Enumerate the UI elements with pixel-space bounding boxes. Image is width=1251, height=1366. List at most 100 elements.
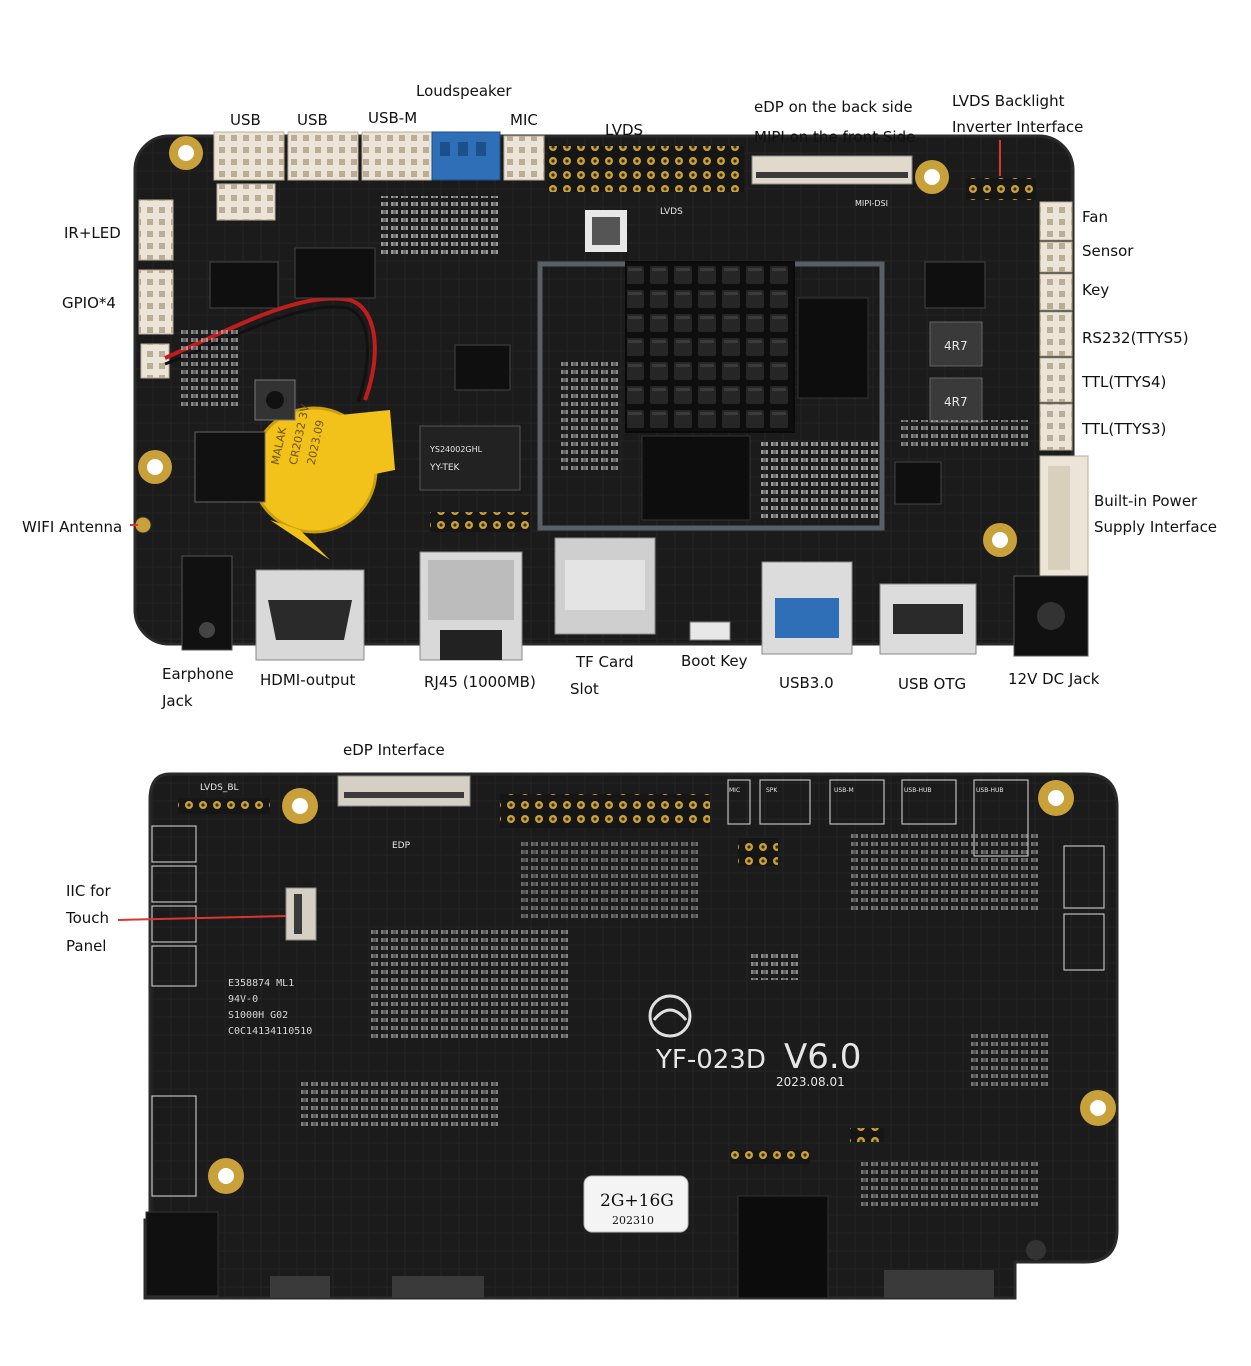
inductor-1 [929, 321, 983, 367]
callout-lvds-backlight-2: Inverter Interface [952, 118, 1083, 136]
callout-boot-key: Boot Key [681, 652, 748, 670]
callout-ir-led: IR+LED [64, 224, 121, 242]
lvds-bl-silk: LVDS_BL [200, 783, 239, 793]
callout-iic-1: IIC for [66, 882, 112, 900]
controller-chip [454, 344, 511, 391]
callout-key: Key [1082, 281, 1109, 299]
mic-connector [503, 135, 545, 181]
callout-earphone-2: Jack [161, 692, 193, 710]
callout-usb-otg: USB OTG [898, 675, 966, 693]
front-callouts: USB USB USB-M Loudspeaker MIC LVDS eDP o… [22, 82, 1217, 710]
usb-connector-2 [287, 131, 359, 181]
spk-silk: SPK [766, 787, 778, 794]
audio-chip [294, 247, 376, 299]
usbhub-silk-1: USB-HUB [904, 787, 932, 794]
callout-gpio4: GPIO*4 [62, 294, 116, 312]
callout-tf-2: Slot [570, 680, 599, 698]
lvds-backlight-header [966, 178, 1036, 200]
boot-key [689, 621, 731, 641]
ttl4-connector [1039, 357, 1073, 403]
sensor-connector [1039, 241, 1073, 273]
callout-power-2: Supply Interface [1094, 518, 1217, 536]
lvds-pin-header [500, 794, 710, 828]
callout-ttl3: TTL(TTYS3) [1081, 420, 1166, 438]
callout-tf-1: TF Card [575, 653, 634, 671]
board-model: YF-023D [655, 1045, 766, 1075]
callout-dc-jack: 12V DC Jack [1008, 670, 1100, 688]
mounting-hole [282, 788, 318, 824]
callout-wifi-antenna: WIFI Antenna [22, 518, 122, 536]
mipi-fpc-connector [751, 155, 913, 185]
phy-silk-2: YY-TEK [429, 463, 461, 473]
usbm-silk: USB-M [834, 787, 854, 794]
cert-line-1: E358874 ML1 [228, 978, 294, 989]
board-date: 2023.08.01 [776, 1075, 845, 1089]
callout-lvds: LVDS [605, 121, 643, 139]
front-board: LVDS MIPI-DSI MALAK CR2032 3V 2 [130, 131, 1089, 661]
callout-iic-3: Panel [66, 937, 106, 955]
uart-chip [924, 261, 986, 309]
usbhub-silk-2: USB-HUB [976, 787, 1004, 794]
callout-hdmi: HDMI-output [260, 671, 355, 689]
callout-loudspeaker: Loudspeaker [416, 82, 512, 100]
board-version: V6.0 [784, 1037, 861, 1077]
lvds-bl-header [178, 798, 270, 814]
callout-lvds-backlight-1: LVDS Backlight [952, 92, 1065, 110]
mounting-hole [1080, 1090, 1116, 1126]
back-board: EDP LVDS_BL MIC SPK USB-M USB-HUB USB-HU… [117, 772, 1119, 1300]
ir-led-connector [138, 199, 174, 261]
callout-power-1: Built-in Power [1094, 492, 1198, 510]
pmic-chip [894, 461, 942, 505]
rs232-connector [1039, 311, 1073, 357]
callout-usb3: USB3.0 [779, 674, 834, 692]
mounting-hole [208, 1158, 244, 1194]
callout-iic-2: Touch [65, 909, 109, 927]
memory-chip [797, 297, 869, 399]
edp-connector [337, 775, 471, 807]
callout-rs232: RS232(TTYS5) [1082, 329, 1189, 347]
heatsink [625, 261, 795, 433]
usb-hub-chip [209, 261, 279, 309]
mipi-silk: MIPI-DSI [855, 199, 888, 208]
lvds-silk: LVDS [660, 207, 683, 217]
usb-connector-1 [213, 131, 285, 181]
inductor-2 [929, 377, 983, 423]
lvds-header [548, 146, 744, 192]
coin-battery: MALAK CR2032 3V 2023.09 [250, 403, 395, 560]
leader-line [117, 915, 287, 921]
callout-ttl4: TTL(TTYS4) [1081, 373, 1166, 391]
battery-connector [140, 343, 170, 379]
mic-silk: MIC [729, 787, 740, 794]
inductor-silk-1: 4R7 [944, 339, 968, 353]
gpio-connector [138, 269, 174, 335]
callout-edp-back-1: eDP on the back side [754, 98, 913, 116]
phy-silk-1: YS24002GHL [429, 445, 483, 454]
mounting-hole [138, 450, 172, 484]
callout-edp-back-2: MIPI on the front Side [754, 128, 915, 146]
callout-fan: Fan [1082, 208, 1108, 226]
mounting-hole [915, 160, 949, 194]
back-rj45-shadow [737, 1195, 829, 1299]
mounting-hole [169, 136, 203, 170]
board-logo [648, 994, 692, 1038]
cert-line-2: 94V-0 [228, 994, 258, 1005]
callout-edp-interface: eDP Interface [343, 741, 445, 759]
wifi-module [194, 431, 266, 503]
usb-connector-small [216, 183, 276, 221]
callout-rj45: RJ45 (1000MB) [424, 673, 536, 691]
callout-usb-1: USB [230, 111, 261, 129]
callout-sensor: Sensor [1082, 242, 1134, 260]
mounting-hole [983, 523, 1017, 557]
gpio-header-row [430, 512, 530, 532]
ethernet-phy-chip [419, 425, 521, 491]
cert-line-4: C0C14134110510 [228, 1026, 312, 1037]
pcb-cert-silk: E358874 ML1 94V-0 S1000H G02 C0C14134110… [228, 978, 312, 1037]
callout-mic: MIC [510, 111, 538, 129]
memory-sticker [583, 1175, 689, 1233]
callout-usbm: USB-M [368, 109, 417, 127]
usbm-connector [361, 131, 433, 181]
cert-line-3: S1000H G02 [228, 1010, 288, 1021]
key-connector [1039, 273, 1073, 311]
emmc-chip [641, 435, 751, 521]
